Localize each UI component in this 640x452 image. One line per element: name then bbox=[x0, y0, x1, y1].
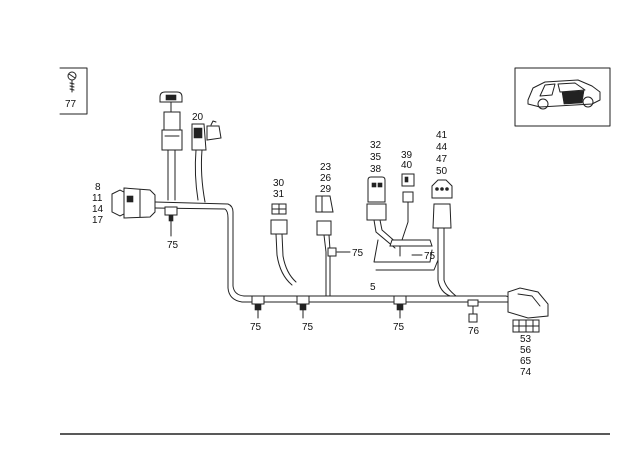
screw-legend-box: 77 bbox=[59, 67, 88, 115]
connector-30-part-2: 31 bbox=[273, 189, 285, 200]
connector-20-part-number: 20 bbox=[192, 112, 204, 123]
connector-23 bbox=[315, 195, 337, 297]
connector-53-part-4: 74 bbox=[520, 367, 532, 378]
connector-32 bbox=[366, 176, 399, 249]
connector-23-part-2: 26 bbox=[320, 173, 332, 184]
connector-20 bbox=[191, 120, 222, 203]
connector-39-part-2: 40 bbox=[401, 160, 413, 171]
connector-39-part-1: 39 bbox=[401, 150, 413, 161]
connector-23-part-3: 29 bbox=[320, 184, 332, 195]
connector-53 bbox=[507, 287, 549, 333]
connector-41-part-2: 44 bbox=[436, 142, 448, 153]
connector-32-part-2: 35 bbox=[370, 152, 382, 163]
connector-41-part-4: 50 bbox=[436, 166, 448, 177]
trunk-clip-3 bbox=[393, 295, 407, 319]
connector-53-part-1: 53 bbox=[520, 334, 532, 345]
screw-icon bbox=[67, 71, 77, 93]
connector-30 bbox=[270, 203, 297, 286]
screw-part-number: 77 bbox=[65, 99, 77, 110]
connector-41-part-1: 41 bbox=[436, 130, 448, 141]
sensor-part-number: 76 bbox=[468, 326, 480, 337]
clip-left-part-number: 75 bbox=[167, 240, 179, 251]
vehicle-location-box bbox=[514, 67, 611, 127]
connector-41-part-3: 47 bbox=[436, 154, 448, 165]
connector-left-part-4: 17 bbox=[92, 215, 104, 226]
harness-part-number: 5 bbox=[370, 282, 376, 293]
clip-b-part-number: 75 bbox=[424, 251, 436, 262]
clip-right-part-number: 75 bbox=[393, 322, 405, 333]
trunk-clip-2 bbox=[296, 295, 310, 319]
connector-32-part-3: 38 bbox=[370, 164, 382, 175]
connector-left-part-1: 8 bbox=[95, 182, 101, 193]
clip-mid-part-number: 75 bbox=[250, 322, 262, 333]
connector-53-part-3: 65 bbox=[520, 356, 532, 367]
trunk-clip-1 bbox=[251, 295, 265, 319]
connector-left-part-3: 14 bbox=[92, 204, 104, 215]
connector-32-part-1: 32 bbox=[370, 140, 382, 151]
clip-a-part-number: 75 bbox=[352, 248, 364, 259]
connector-30-part-1: 30 bbox=[273, 178, 285, 189]
sensor-76 bbox=[467, 299, 479, 323]
vehicle-icon bbox=[527, 79, 601, 110]
connector-top bbox=[159, 91, 183, 201]
connector-53-part-2: 56 bbox=[520, 345, 532, 356]
connector-39 bbox=[389, 173, 433, 257]
connector-41 bbox=[431, 179, 457, 297]
connector-left-part-2: 11 bbox=[92, 193, 103, 204]
connector-left bbox=[111, 187, 178, 222]
main-harness-trunk bbox=[154, 201, 519, 307]
clip-c-part-number: 75 bbox=[302, 322, 314, 333]
connector-23-part-1: 23 bbox=[320, 162, 332, 173]
